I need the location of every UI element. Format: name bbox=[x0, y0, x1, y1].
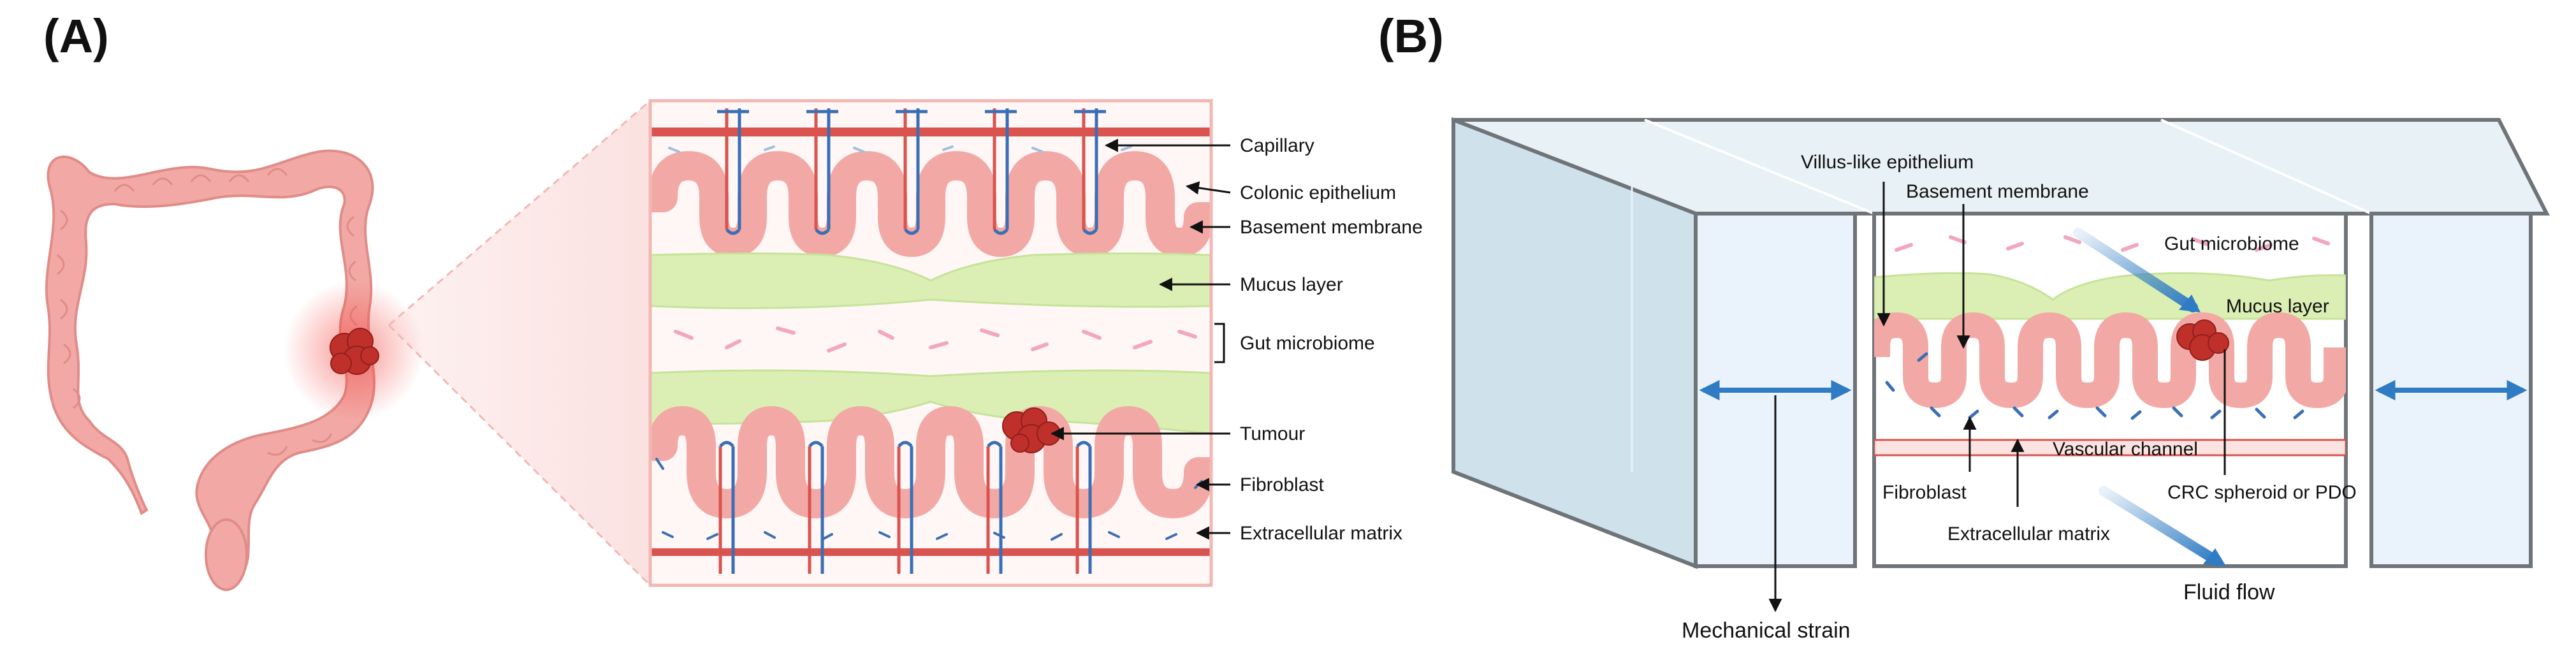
label-chip-fibroblast: Fibroblast bbox=[1882, 482, 1967, 503]
microbiome-bracket bbox=[1214, 323, 1225, 363]
label-fluid-flow: Fluid flow bbox=[2183, 580, 2275, 604]
top-epithelium bbox=[650, 151, 1211, 257]
label-basement-membrane: Basement membrane bbox=[1240, 217, 1423, 238]
capillaries-top bbox=[717, 108, 1106, 235]
label-capillary: Capillary bbox=[1240, 135, 1314, 156]
top-mucus-layer bbox=[650, 252, 1211, 309]
chip-fibroblasts bbox=[1885, 352, 2304, 420]
panel-a-labels: Capillary Colonic epithelium Basement me… bbox=[1050, 135, 1423, 544]
panel-b-labels: Villus-like epithelium Basement membrane… bbox=[1682, 152, 2357, 643]
vascular-channel bbox=[1874, 439, 2346, 457]
chip-microbiome bbox=[1895, 235, 2330, 252]
label-chip-basement-membrane: Basement membrane bbox=[1906, 181, 2089, 202]
panel-label-b: (B) bbox=[1378, 10, 1444, 62]
label-gut-microbiome: Gut microbiome bbox=[1240, 333, 1375, 354]
bottom-epithelium bbox=[650, 406, 1211, 518]
colon-tumour-icon bbox=[330, 328, 379, 375]
label-chip-ecm: Extracellular matrix bbox=[1947, 523, 2110, 544]
microbiome-top bbox=[668, 145, 1132, 153]
tissue-section bbox=[648, 99, 1213, 587]
label-extracellular-matrix: Extracellular matrix bbox=[1240, 523, 1402, 544]
colon-illustration bbox=[45, 149, 424, 591]
label-villus-epithelium: Villus-like epithelium bbox=[1801, 152, 1974, 173]
flow-arrow-top bbox=[2073, 228, 2198, 312]
label-colonic-epithelium: Colonic epithelium bbox=[1240, 182, 1396, 203]
organ-chip bbox=[1452, 117, 2550, 569]
label-crc-spheroid: CRC spheroid or PDO bbox=[2167, 482, 2357, 503]
microbiome-middle bbox=[674, 326, 1197, 353]
label-tumour: Tumour bbox=[1240, 423, 1305, 444]
label-mechanical-strain: Mechanical strain bbox=[1682, 618, 1851, 643]
label-fibroblast: Fibroblast bbox=[1240, 474, 1324, 495]
label-vascular-channel: Vascular channel bbox=[2053, 439, 2198, 460]
crc-spheroid bbox=[2176, 319, 2229, 361]
chip-mucus-layer bbox=[1874, 272, 2346, 320]
label-chip-gut-microbiome: Gut microbiome bbox=[2164, 233, 2299, 254]
capillaries-bottom bbox=[718, 441, 1092, 574]
label-chip-mucus-layer: Mucus layer bbox=[2226, 296, 2329, 317]
section-border bbox=[648, 99, 1213, 587]
flow-arrow-bottom bbox=[2099, 486, 2222, 566]
label-mucus-layer: Mucus layer bbox=[1240, 274, 1343, 295]
chip-villus-epithelium bbox=[1874, 312, 2346, 408]
colon-rectum bbox=[205, 518, 248, 591]
panel-label-a: (A) bbox=[43, 10, 109, 62]
zoom-wedge bbox=[389, 101, 650, 585]
